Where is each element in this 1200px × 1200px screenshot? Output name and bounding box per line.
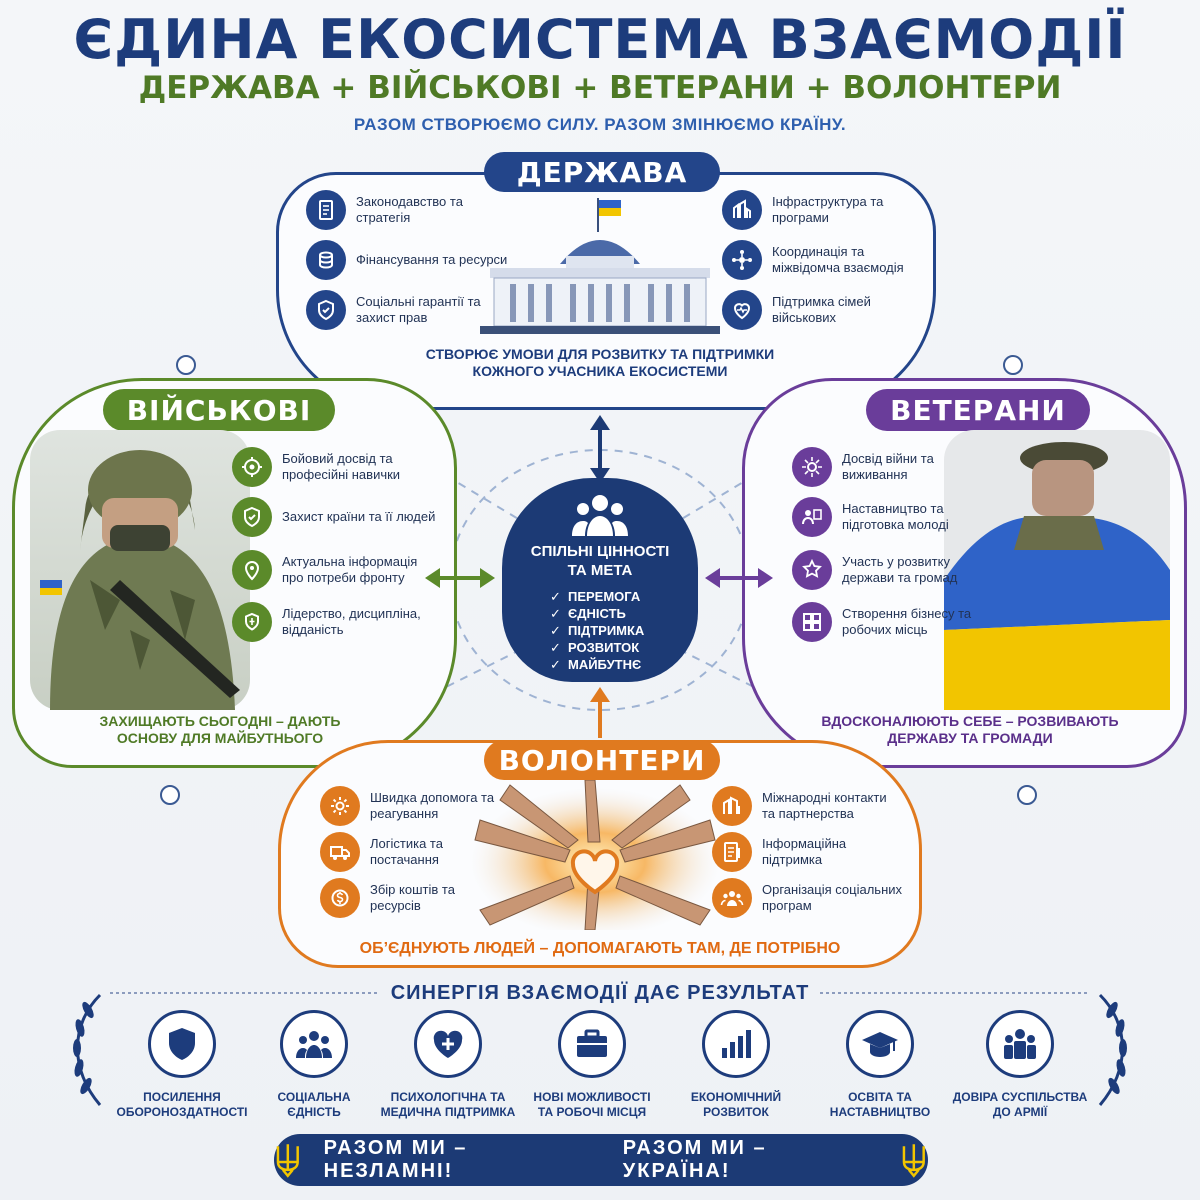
state-statement: СТВОРЮЄ УМОВИ ДЛЯ РОЗВИТКУ ТА ПІДТРИМКИ … bbox=[425, 346, 775, 379]
parliament-building-illustration bbox=[480, 198, 720, 334]
military-item: Захист країни та її людей bbox=[232, 497, 442, 537]
volunteers-item: Збір коштів та ресурсів bbox=[320, 878, 500, 918]
target-icon bbox=[232, 447, 272, 487]
graduation-cap-icon bbox=[846, 1010, 914, 1078]
laurel-right-icon bbox=[1098, 993, 1127, 1106]
state-label: ДЕРЖАВА bbox=[484, 152, 720, 192]
soldier-illustration bbox=[30, 430, 250, 710]
trident-icon bbox=[276, 1144, 299, 1178]
military-people-icon bbox=[986, 1010, 1054, 1078]
volunteers-statement: ОБ’ЄДНУЮТЬ ЛЮДЕЙ – ДОПОМАГАЮТЬ ТАМ, ДЕ П… bbox=[359, 940, 841, 957]
mentor-icon bbox=[792, 497, 832, 537]
state-item: Координація та міжвідомча взаємодія bbox=[722, 240, 932, 280]
volunteers-item: Організація соціальних програм bbox=[712, 878, 902, 918]
list-item: ✓МАЙБУТНЄ bbox=[550, 657, 642, 672]
group-icon bbox=[280, 1010, 348, 1078]
center-title-line1: СПІЛЬНІ ЦІННОСТІ bbox=[530, 543, 670, 560]
check-icon: ✓ bbox=[550, 606, 561, 621]
check-icon: ✓ bbox=[550, 589, 561, 604]
network-icon bbox=[722, 240, 762, 280]
state-item: Підтримка сімей військових bbox=[722, 290, 932, 330]
state-item: Фінансування та ресурси bbox=[306, 240, 516, 280]
laurel-shield-icon bbox=[232, 602, 272, 642]
military-statement: ЗАХИЩАЮТЬ СЬОГОДНІ – ДАЮТЬ ОСНОВУ ДЛЯ МА… bbox=[99, 713, 341, 746]
truck-icon bbox=[320, 832, 360, 872]
veterans-item: Створення бізнесу та робочих місць bbox=[792, 602, 1002, 642]
trident-icon bbox=[903, 1144, 926, 1178]
buildings-icon bbox=[712, 786, 752, 826]
people-icon bbox=[712, 878, 752, 918]
synergy-title: СИНЕРГІЯ ВЗАЄМОДІЇ ДАЄ РЕЗУЛЬТАТ bbox=[390, 982, 810, 1004]
coins-icon bbox=[306, 240, 346, 280]
shield-check-icon bbox=[232, 497, 272, 537]
banner-text-2: РАЗОМ МИ – УКРАЇНА! bbox=[622, 1137, 767, 1182]
check-icon: ✓ bbox=[550, 657, 561, 672]
list-item: ✓ЄДНІСТЬ bbox=[550, 606, 626, 621]
volunteers-item: Швидка допомога та реагування bbox=[320, 786, 500, 826]
laurel-left-icon bbox=[73, 993, 102, 1106]
list-item: ✓РОЗВИТОК bbox=[550, 640, 640, 655]
banner-text-1: РАЗОМ МИ – НЕЗЛАМНІ! bbox=[323, 1137, 468, 1182]
state-item: Інфраструктура та програми bbox=[722, 190, 932, 230]
military-label: ВІЙСЬКОВІ bbox=[103, 389, 335, 431]
military-item: Лідерство, дисципліна, відданість bbox=[232, 602, 442, 642]
document-icon bbox=[306, 190, 346, 230]
volunteers-label: ВОЛОНТЕРИ bbox=[484, 740, 720, 780]
infrastructure-icon bbox=[722, 190, 762, 230]
volunteers-item: Логістика та постачання bbox=[320, 832, 500, 872]
map-pin-icon bbox=[232, 550, 272, 590]
group-icon bbox=[572, 495, 628, 536]
bar-chart-icon bbox=[702, 1010, 770, 1078]
list-item: ✓ПЕРЕМОГА bbox=[550, 589, 641, 604]
veterans-statement: ВДОСКОНАЛЮЮТЬ СЕБЕ – РОЗВИВАЮТЬ ДЕРЖАВУ … bbox=[821, 713, 1119, 746]
money-icon bbox=[320, 878, 360, 918]
list-item: ✓ПІДТРИМКА bbox=[550, 623, 645, 638]
heart-icon bbox=[722, 290, 762, 330]
state-item: Соціальні гарантії та захист прав bbox=[306, 290, 516, 330]
hands-heart-illustration bbox=[470, 780, 720, 930]
briefcase-icon bbox=[558, 1010, 626, 1078]
values-list: ✓ПЕРЕМОГА ✓ЄДНІСТЬ ✓ПІДТРИМКА ✓РОЗВИТОК … bbox=[550, 588, 698, 673]
center-title-line2: ТА МЕТА bbox=[567, 562, 633, 579]
grid-icon bbox=[792, 602, 832, 642]
veterans-label: ВЕТЕРАНИ bbox=[866, 389, 1090, 431]
veterans-item: Досвід війни та виживання bbox=[792, 447, 1002, 487]
page-tagline: РАЗОМ СТВОРЮЄМО СИЛУ. РАЗОМ ЗМІНЮЄМО КРА… bbox=[353, 115, 847, 134]
veterans-item: Участь у розвитку держави та громад bbox=[792, 550, 1002, 590]
veteran-with-flag-illustration bbox=[944, 430, 1170, 710]
page-title: ЄДИНА ЕКОСИСТЕМА ВЗАЄМОДІЇ bbox=[73, 8, 1127, 71]
state-item: Законодавство та стратегія bbox=[306, 190, 516, 230]
volunteers-item: Інформаційна підтримка bbox=[712, 832, 902, 872]
veterans-item: Наставництво та підготовка молоді bbox=[792, 497, 1002, 537]
star-people-icon bbox=[792, 550, 832, 590]
check-icon: ✓ bbox=[550, 623, 561, 638]
synergy-divider bbox=[110, 992, 1090, 994]
gear-icon bbox=[320, 786, 360, 826]
shield-icon bbox=[306, 290, 346, 330]
shared-values-center: СПІЛЬНІ ЦІННОСТІ ТА МЕТА ✓ПЕРЕМОГА ✓ЄДНІ… bbox=[502, 478, 698, 682]
volunteers-item: Міжнародні контакти та партнерства bbox=[712, 786, 902, 826]
medal-icon bbox=[792, 447, 832, 487]
military-item: Актуальна інформація про потреби фронту bbox=[232, 550, 442, 590]
check-icon: ✓ bbox=[550, 640, 561, 655]
bottom-banner: РАЗОМ МИ – НЕЗЛАМНІ! РАЗОМ МИ – УКРАЇНА! bbox=[274, 1134, 928, 1186]
shield-icon bbox=[148, 1010, 216, 1078]
page-subtitle: ДЕРЖАВА + ВІЙСЬКОВІ + ВЕТЕРАНИ + ВОЛОНТЕ… bbox=[138, 70, 1062, 106]
heart-plus-icon bbox=[414, 1010, 482, 1078]
military-item: Бойовий досвід та професійні навички bbox=[232, 447, 442, 487]
info-doc-icon bbox=[712, 832, 752, 872]
